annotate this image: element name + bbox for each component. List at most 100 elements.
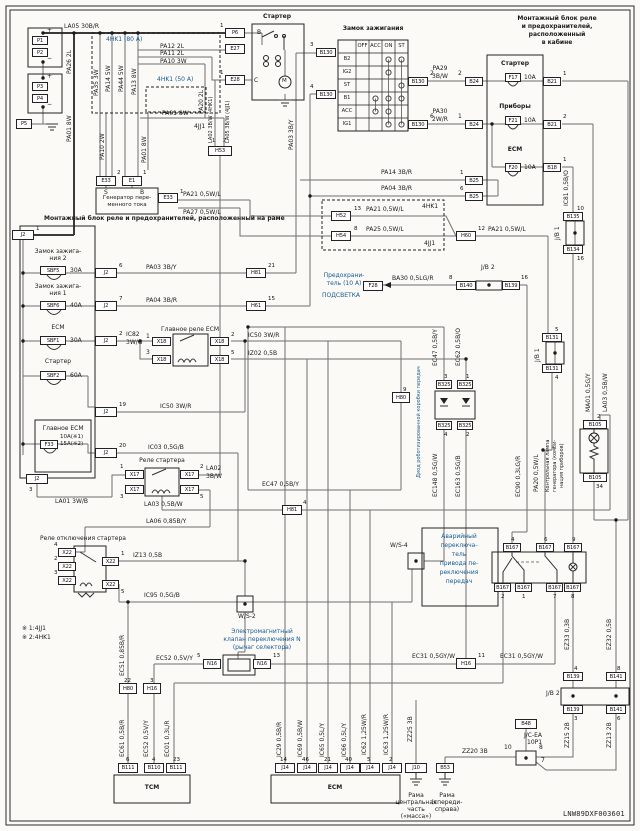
connector-h54: H54: [331, 231, 351, 241]
wire-label-rotated: IC81 0,5B/O: [563, 170, 570, 206]
connector-p1: P1: [32, 36, 48, 45]
pin-number: 5: [197, 653, 201, 659]
pin-number: 3: [310, 42, 314, 48]
connector-j14: J14: [275, 763, 295, 773]
wire-label-rotated: IC69 0,5B/W: [297, 719, 304, 757]
pin-number: 1: [460, 170, 464, 176]
wire-label: Аварийный: [441, 533, 477, 540]
junction-dot: [41, 31, 45, 35]
wire-label-rotated: IC62 1,25W/R: [361, 714, 368, 755]
wire-label: Реле стартера: [139, 457, 185, 464]
wire-label-rotated: PA20 2L: [198, 89, 205, 114]
wire-label-rotated: генератора (комби-: [552, 439, 558, 492]
wire-label: ZZ20 3B: [462, 748, 488, 755]
connector-b24: B24: [465, 120, 483, 129]
wire-label: Рама: [408, 792, 424, 799]
connector-b167: B167: [536, 543, 554, 552]
connector-h16: H16: [456, 658, 476, 669]
pin-number: 21: [324, 757, 331, 763]
wire-label: («масса»): [400, 813, 432, 820]
wire-label-rotated: J/B 1: [554, 226, 561, 240]
wire-label: справа): [434, 806, 460, 813]
wire-label-rotated: EC47 0,5B/Y: [432, 329, 439, 366]
wire-label-rotated: Диод роботизированной коробки передач: [416, 366, 422, 478]
wire-label: −: [47, 101, 53, 108]
connector-b135: B135: [563, 212, 583, 221]
connector-x18: X18: [152, 337, 171, 346]
connector-b25: B25: [465, 176, 483, 185]
wire-label: LA06 0,85B/Y: [146, 518, 187, 525]
wire-label: Стартер: [500, 60, 530, 67]
pin-number: 3: [54, 570, 58, 576]
pin-number: 46: [302, 757, 309, 763]
pin-number: 1: [466, 374, 470, 380]
pin-number: 8: [571, 594, 575, 600]
pin-number: 1: [522, 594, 526, 600]
wire-label: PA30: [432, 108, 448, 115]
connector-x22: X22: [58, 576, 76, 585]
pin-number: 4: [152, 757, 156, 763]
wire-label-rotated: ZZ13 2B: [606, 722, 613, 748]
wire-label: ※ 2:4HK1: [22, 634, 51, 641]
wire-label: 2: [458, 70, 462, 77]
junction-dot: [41, 60, 45, 64]
wire-label: EC31 0,5GY/W: [500, 653, 544, 660]
wire-label: 10P1: [527, 739, 543, 746]
wire-label: PA12 2L: [160, 43, 185, 50]
junction-dot: [136, 31, 140, 35]
wire-label: 4HK1: [422, 203, 439, 210]
ignition-row-b2: B2: [343, 56, 351, 62]
wire-label-rotated: EC62 0,5B/O: [455, 328, 462, 366]
wire-label: M: [282, 78, 287, 84]
connector-b325: B325: [457, 380, 473, 389]
wire-label-rotated: EC52 0,5V/Y: [143, 720, 150, 757]
wire-label: Предохрани-: [323, 272, 365, 279]
wire-label-rotated: IC66 0,5L/Y: [341, 722, 348, 757]
ignition-contact-mark: [385, 108, 392, 115]
connector-e33: E33: [96, 176, 116, 186]
junction-dot: [243, 602, 247, 606]
connector-e1: E1: [122, 176, 142, 186]
wire-label: 15A(※2): [60, 441, 84, 447]
junction-dot: [72, 31, 76, 35]
connector-f21: F21: [505, 116, 521, 125]
junction-dot: [123, 31, 127, 35]
wire-label: IC50 3W/R: [160, 403, 192, 410]
connector-sbf1: SBF1: [40, 336, 66, 345]
connector-e33: E33: [158, 193, 178, 203]
wire-label: ECM: [507, 146, 523, 153]
pin-number: 13: [273, 653, 280, 659]
wire-label-rotated: MA01 0,5G/Y: [585, 373, 592, 412]
wire-label: 1: [146, 333, 150, 340]
pin-number: 6: [460, 186, 464, 192]
pin-number: 7: [553, 594, 557, 600]
wire-label: часть: [407, 806, 425, 813]
wire-label: ECM: [327, 784, 343, 791]
junction-dot: [21, 271, 25, 275]
wire-label: PA21 0,5W/L: [183, 191, 221, 198]
wire-label: и предохранителей,: [521, 23, 593, 30]
ignition-contact-mark: [385, 95, 392, 102]
wire-label: PA10 3W: [160, 58, 187, 65]
pin-number: 1: [121, 551, 125, 557]
wire-label: PA11 2L: [160, 50, 185, 57]
connector-b139: B139: [563, 705, 583, 714]
wire-label: Рама: [439, 792, 455, 799]
pin-number: 6: [544, 537, 548, 543]
junction-dot: [243, 559, 247, 563]
junction-dot: [541, 448, 545, 452]
wire-label: расположенный: [528, 31, 586, 38]
wire-label-rotated: EC148 0,5G/W: [432, 453, 439, 498]
wire-label: B: [140, 189, 145, 196]
pin-number: 5: [231, 350, 235, 356]
connector-j2: J2: [95, 448, 117, 458]
connector-x17: X17: [125, 485, 144, 494]
junction-dot: [614, 518, 618, 522]
wire-label: 3: [146, 349, 150, 356]
wire-label-rotated: EZ32 0,5B: [606, 618, 613, 650]
pin-number: 2: [117, 170, 121, 176]
connector-x17: X17: [180, 485, 199, 494]
pin-number: 1: [143, 170, 147, 176]
connector-b53: B53: [436, 763, 454, 773]
